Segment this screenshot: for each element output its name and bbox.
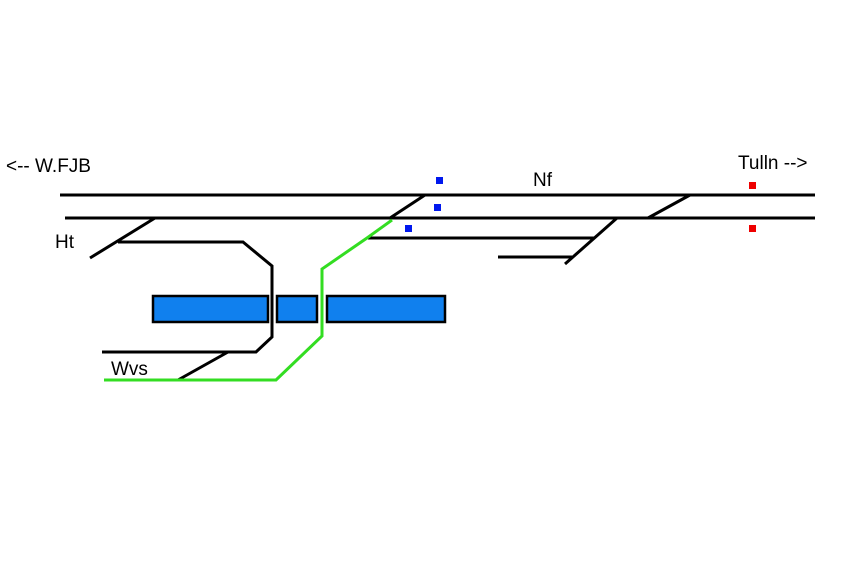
signal-blue-middle — [434, 204, 441, 211]
wvs-label: Wvs — [111, 359, 148, 380]
east-direction-label: Tulln --> — [738, 153, 808, 174]
signals — [405, 177, 756, 232]
siding-wvs-diagonal — [177, 350, 229, 382]
siding-ht-diagonal — [89, 216, 156, 260]
platforms — [151, 294, 447, 324]
siding-east-connector — [564, 216, 618, 266]
platform-right — [325, 294, 447, 324]
platform-middle — [275, 294, 319, 324]
signal-blue-upper — [436, 177, 443, 184]
crossover-center — [389, 193, 426, 220]
nf-label: Nf — [533, 170, 553, 191]
ht-label: Ht — [55, 232, 75, 253]
west-direction-label: <-- W.FJB — [6, 156, 91, 177]
platform-left — [151, 294, 270, 324]
crossover-east — [647, 193, 691, 220]
signal-red-upper — [749, 182, 756, 189]
tracks — [60, 193, 815, 382]
highlighted-route — [104, 218, 393, 382]
signal-blue-lower — [405, 225, 412, 232]
signal-red-lower — [749, 225, 756, 232]
labels: <-- W.FJB Tulln --> Nf Ht Wvs — [6, 153, 808, 380]
siding-loop — [102, 240, 274, 354]
